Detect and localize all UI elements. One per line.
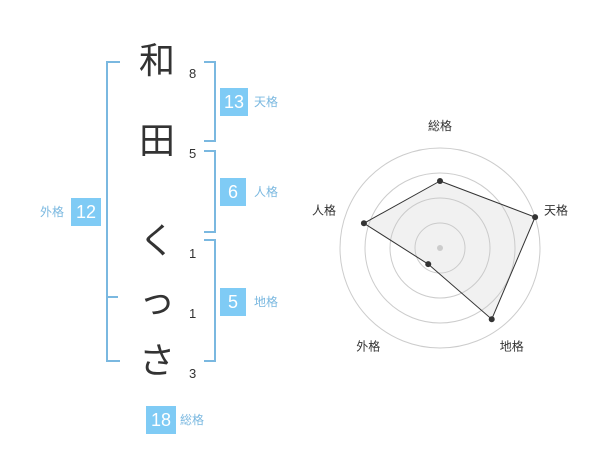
radar-axis-label-1: 総格 — [428, 118, 452, 133]
name-char-5: さ — [138, 341, 175, 382]
chikaku-bracket — [204, 239, 216, 362]
stroke-count-2: 5 — [189, 146, 197, 161]
radar-ring-2 — [389, 197, 491, 299]
radar-point-5 — [360, 220, 367, 227]
radar-series-polygon — [362, 180, 536, 321]
radar-point-1 — [437, 178, 443, 184]
radar-point-2 — [532, 214, 539, 221]
soukaku-label: 総格 — [180, 413, 205, 427]
radar-axis-label-4: 外格 — [356, 339, 380, 354]
jinkaku-label: 人格 — [254, 185, 279, 199]
jinkaku-value: 6 — [220, 178, 246, 206]
radar-ring-1 — [414, 222, 466, 274]
jinkaku-bracket — [204, 150, 216, 233]
name-char-4: っ — [138, 281, 175, 322]
stroke-count-5: 3 — [189, 366, 197, 381]
tenkaku-value: 13 — [220, 88, 248, 116]
gaikaku-bracket-tick — [106, 296, 118, 298]
radar-axis-label-5: 人格 — [312, 202, 336, 217]
gaikaku-label: 外格 — [40, 205, 65, 219]
radar-point-3 — [488, 316, 495, 323]
chikaku-label: 地格 — [254, 295, 279, 309]
gaikaku-value: 12 — [71, 198, 101, 226]
stroke-count-3: 1 — [189, 246, 197, 261]
name-char-2: 田 — [138, 121, 175, 162]
name-char-1: 和 — [138, 41, 175, 82]
stroke-count-1: 8 — [189, 66, 197, 81]
radar-ring-3 — [364, 172, 516, 324]
radar-axis-label-2: 天格 — [544, 202, 568, 217]
soukaku-value: 18 — [146, 406, 176, 434]
gaikaku-bracket — [106, 61, 120, 362]
tenkaku-label: 天格 — [254, 95, 279, 109]
radar-center-dot — [437, 245, 443, 251]
chikaku-value: 5 — [220, 288, 246, 316]
radar-axis-label-3: 地格 — [500, 339, 524, 354]
radar-point-4 — [425, 261, 432, 268]
stroke-count-4: 1 — [189, 306, 197, 321]
name-char-3: く — [138, 221, 175, 262]
tenkaku-bracket — [204, 61, 216, 142]
